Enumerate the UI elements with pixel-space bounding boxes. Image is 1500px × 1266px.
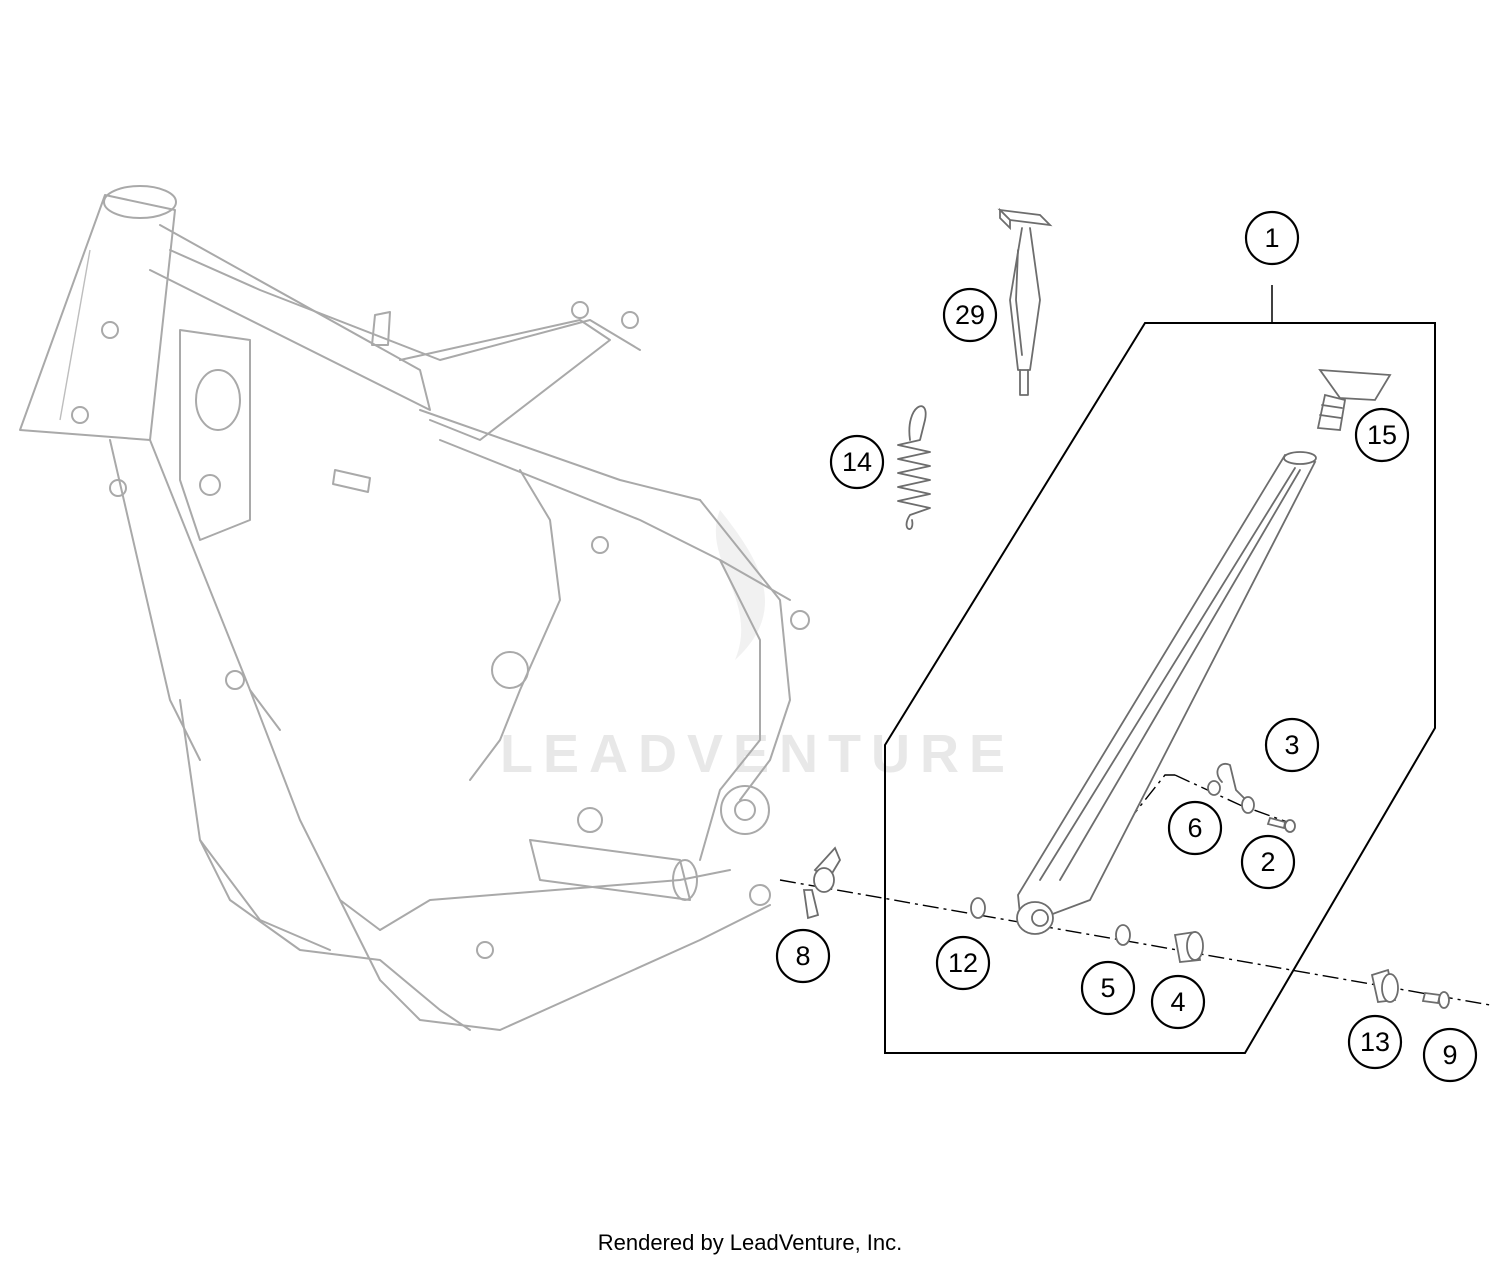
callout-3: 3 — [1264, 717, 1320, 773]
svg-text:3: 3 — [1284, 730, 1299, 760]
part-2-screw — [1266, 816, 1296, 833]
part-9-bolt — [1421, 991, 1450, 1009]
svg-text:13: 13 — [1360, 1027, 1390, 1057]
callout-29: 29 — [942, 287, 998, 343]
svg-text:6: 6 — [1187, 813, 1202, 843]
watermark: LEADVENTURE — [500, 510, 1015, 784]
callout-8: 8 — [775, 928, 831, 984]
svg-text:9: 9 — [1442, 1040, 1457, 1070]
part-15-foot — [1316, 368, 1392, 431]
svg-text:29: 29 — [955, 300, 985, 330]
svg-text:5: 5 — [1100, 973, 1115, 1003]
svg-text:14: 14 — [842, 447, 872, 477]
footer-credit: Rendered by LeadVenture, Inc. — [597, 1230, 903, 1255]
motorcycle-frame — [19, 185, 810, 1031]
callout-9: 9 — [1422, 1027, 1478, 1083]
callout-12: 12 — [935, 935, 991, 991]
part-29-tool — [997, 207, 1053, 396]
kit-outline — [884, 285, 1436, 1054]
callout-15: 15 — [1354, 407, 1410, 463]
callout-1: 1 — [1244, 210, 1300, 266]
svg-text:1: 1 — [1264, 223, 1279, 253]
callout-2: 2 — [1240, 834, 1296, 890]
callout-4: 4 — [1150, 974, 1206, 1030]
part-13-bushing — [1370, 968, 1399, 1003]
part-8-wing — [802, 846, 842, 920]
svg-text:4: 4 — [1170, 987, 1185, 1017]
callout-6: 6 — [1167, 800, 1223, 856]
svg-text:8: 8 — [795, 941, 810, 971]
callout-13: 13 — [1347, 1014, 1403, 1070]
watermark-flame-icon — [715, 510, 766, 660]
part-14-spring — [897, 405, 931, 530]
watermark-text: LEADVENTURE — [500, 724, 1015, 784]
part-5-ring — [1115, 924, 1131, 946]
hardware-parts — [970, 762, 1450, 1009]
svg-text:12: 12 — [948, 948, 978, 978]
part-6-nut — [1207, 780, 1221, 796]
part-4-bushing — [1173, 930, 1204, 963]
callout-5: 5 — [1080, 960, 1136, 1016]
kickstand-leg — [1016, 451, 1317, 935]
svg-text:2: 2 — [1260, 847, 1275, 877]
part-3-bracket — [1216, 762, 1255, 814]
part-12-ring — [970, 897, 986, 919]
svg-text:15: 15 — [1367, 420, 1397, 450]
callout-14: 14 — [829, 434, 885, 490]
